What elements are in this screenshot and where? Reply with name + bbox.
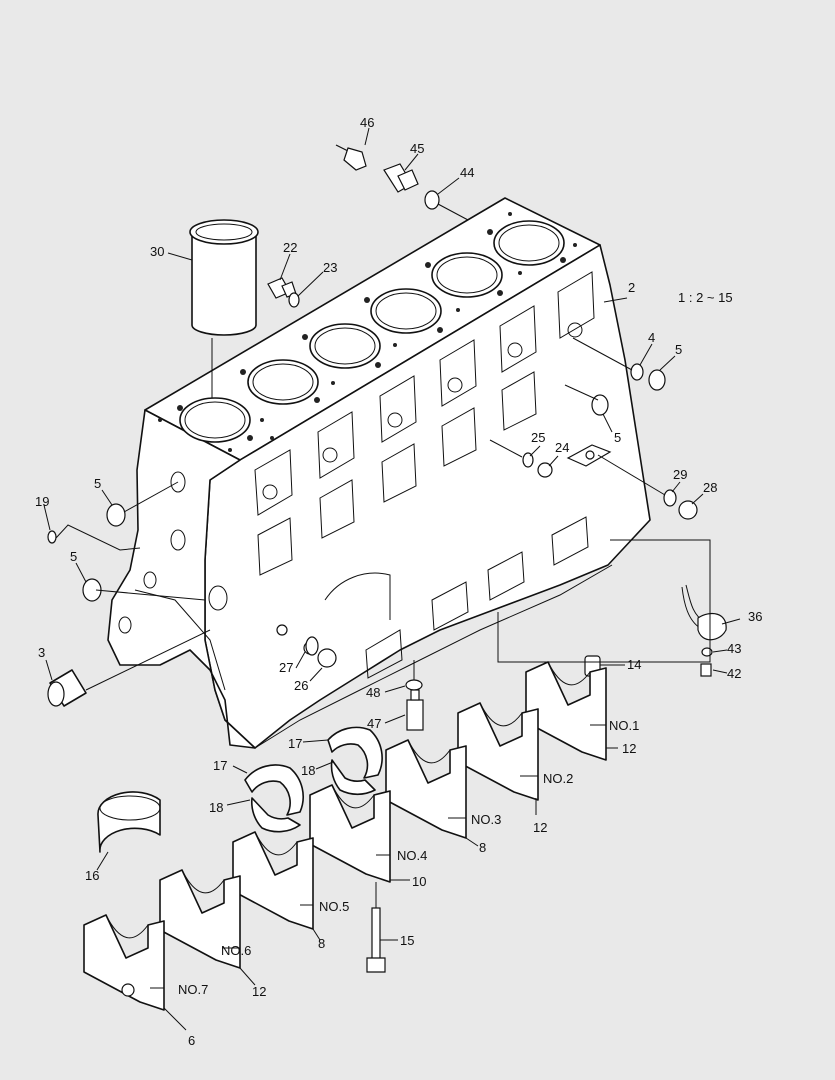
- plug-28: [678, 500, 698, 520]
- bearing-cap-no6: [159, 869, 241, 969]
- bearing-shell-16: [97, 791, 161, 853]
- leader-lines: [43, 127, 741, 1031]
- cylinder-block: [107, 197, 651, 749]
- cap-label-no3: NO.3: [471, 812, 501, 827]
- label-44: 44: [460, 165, 474, 180]
- label-18-upper: 18: [301, 763, 315, 778]
- deck-bolt-holes: [158, 212, 577, 452]
- label-5-rear-lower: 5: [70, 549, 77, 564]
- plug-4: [630, 363, 644, 381]
- bearing-cap-no2: [457, 702, 539, 801]
- thrust-washers-upper: [327, 726, 383, 796]
- label-26: 26: [294, 678, 308, 693]
- label-2: 2: [628, 280, 635, 295]
- plug-26: [317, 648, 337, 668]
- label-27: 27: [279, 660, 293, 675]
- bearing-cap-no1: [525, 661, 607, 761]
- plug-5-rear-upper: [106, 503, 126, 527]
- label-43: 43: [727, 641, 741, 656]
- label-46: 46: [360, 115, 374, 130]
- cylinder-liner: [189, 219, 259, 336]
- cover-24: [566, 444, 612, 467]
- label-15: 15: [400, 933, 414, 948]
- bushing-3: [47, 669, 87, 707]
- label-5-right: 5: [675, 342, 682, 357]
- washer-29: [663, 489, 677, 507]
- plug-5-right: [648, 369, 666, 391]
- bearing-cap-no4: [309, 784, 391, 883]
- label-8-no3: 8: [479, 840, 486, 855]
- washer-27: [305, 636, 319, 656]
- gasket-23: [288, 292, 300, 308]
- label-25: 25: [531, 430, 545, 445]
- label-42: 42: [727, 666, 741, 681]
- label-3: 3: [38, 645, 45, 660]
- o-ring-44: [424, 190, 440, 210]
- label-48: 48: [366, 685, 380, 700]
- o-ring-48: [405, 679, 423, 691]
- label-12-no6: 12: [252, 984, 266, 999]
- cylinder-bores: [179, 220, 565, 443]
- scale-note: 1 : 2 ~ 15: [678, 290, 733, 305]
- label-8-no5: 8: [318, 936, 325, 951]
- label-16: 16: [85, 868, 99, 883]
- bearing-cap-no5: [232, 831, 314, 930]
- plug-5-mid: [591, 394, 609, 416]
- label-10: 10: [412, 874, 426, 889]
- block-side-pockets: [254, 271, 595, 679]
- label-4: 4: [648, 330, 655, 345]
- cap-label-no6: NO.6: [221, 943, 251, 958]
- label-17-lower: 17: [213, 758, 227, 773]
- label-30: 30: [150, 244, 164, 259]
- label-6: 6: [188, 1033, 195, 1048]
- label-14: 14: [627, 657, 641, 672]
- label-45: 45: [410, 141, 424, 156]
- label-28: 28: [703, 480, 717, 495]
- fitting-47: [406, 689, 424, 731]
- washer-25: [522, 452, 534, 468]
- bearing-cap-no7: [83, 914, 165, 1011]
- thrust-washers-lower: [244, 764, 304, 833]
- label-12-no2: 12: [533, 820, 547, 835]
- label-23: 23: [323, 260, 337, 275]
- cap-label-no2: NO.2: [543, 771, 573, 786]
- label-36: 36: [748, 609, 762, 624]
- cap-label-no5: NO.5: [319, 899, 349, 914]
- label-24: 24: [555, 440, 569, 455]
- bolt-42: [700, 663, 712, 677]
- part-number-labels: 46 45 44 30 22 23 2 1 : 2 ~ 15 4 5 5 25 …: [35, 115, 762, 1048]
- label-47: 47: [367, 716, 381, 731]
- cap-label-no7: NO.7: [178, 982, 208, 997]
- cap-label-no4: NO.4: [397, 848, 427, 863]
- label-5-rear-upper: 5: [94, 476, 101, 491]
- oil-pipe-36: [681, 584, 727, 641]
- label-5-mid: 5: [614, 430, 621, 445]
- label-12-no1: 12: [622, 741, 636, 756]
- label-17-upper: 17: [288, 736, 302, 751]
- label-22: 22: [283, 240, 297, 255]
- bearing-cap-no3: [385, 739, 467, 839]
- label-18-lower: 18: [209, 800, 223, 815]
- rear-end-details: [118, 471, 391, 691]
- cap-label-no1: NO.1: [609, 718, 639, 733]
- plug-25-head: [537, 462, 553, 478]
- label-19: 19: [35, 494, 49, 509]
- label-29: 29: [673, 467, 687, 482]
- sensor-46: [335, 144, 367, 171]
- adapter-45: [383, 163, 419, 193]
- plug-19: [47, 530, 57, 544]
